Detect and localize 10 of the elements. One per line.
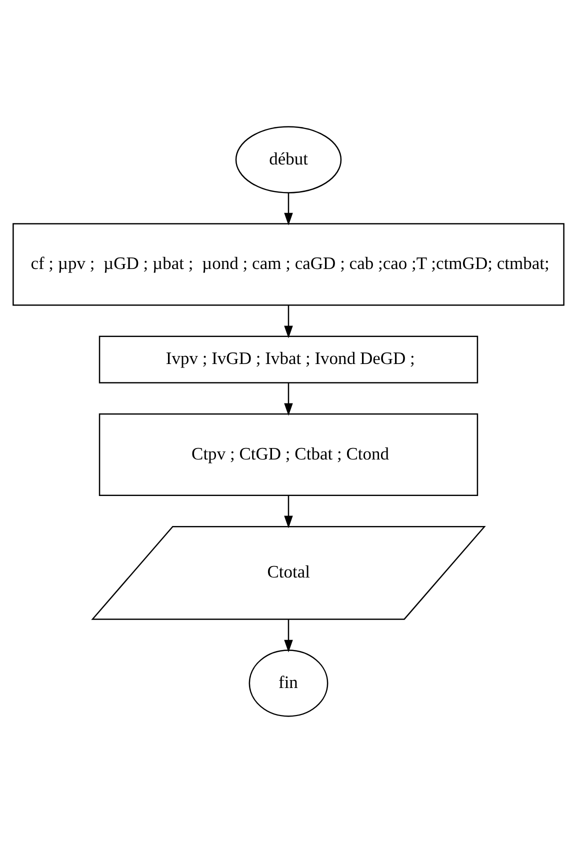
arrow: [284, 305, 293, 338]
arrow: [284, 494, 293, 528]
node-ellipse: début: [235, 126, 342, 193]
node-box: cf ; µpv ; µGD ; µbat ; µond ; cam ; caGD ; cab ;cao ;T ;ctmGD; ctmbat;: [12, 222, 564, 306]
node-box: Ctpv ; CtGD ; Ctbat ; Ctond: [98, 412, 478, 496]
node-box: Ivpv ; IvGD ; Ivbat ; Ivond DeGD ;: [98, 335, 478, 383]
arrow: [284, 382, 293, 416]
node-ellipse: fin: [248, 649, 328, 716]
arrow: [284, 192, 293, 225]
arrow: [284, 618, 293, 652]
